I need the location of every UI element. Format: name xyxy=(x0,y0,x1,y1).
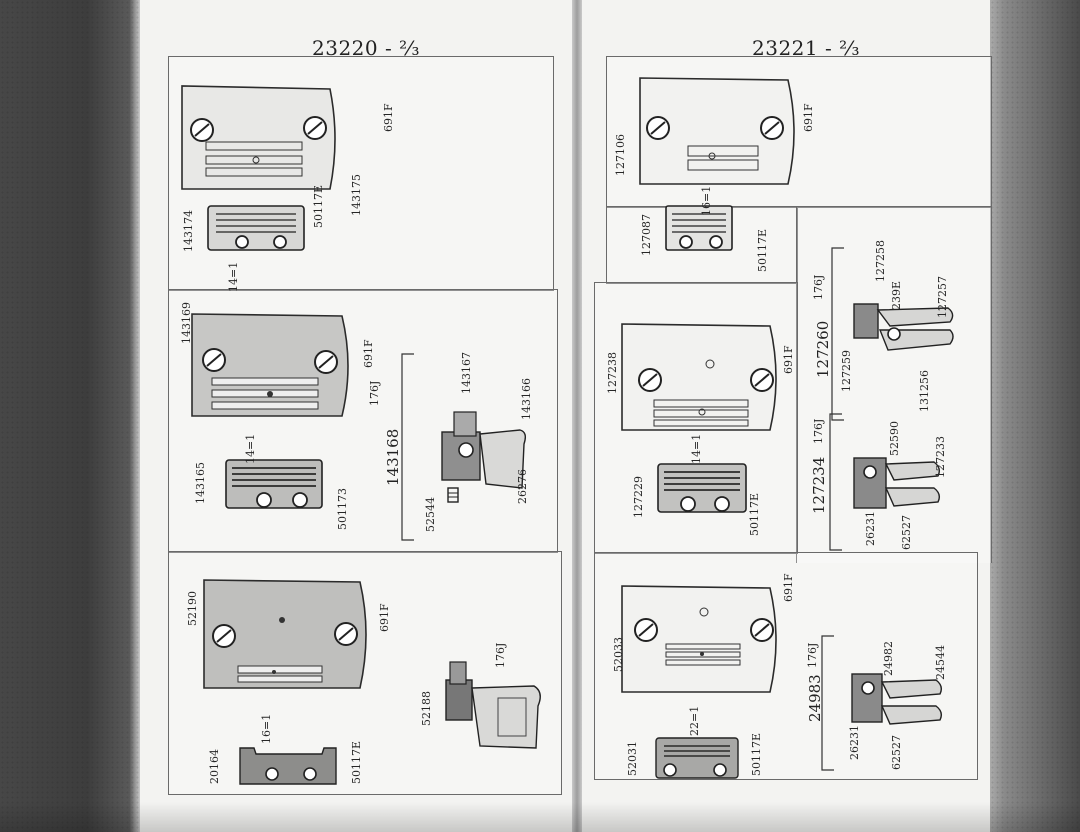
label-239e: 239E xyxy=(890,280,903,310)
label-24982: 24982 xyxy=(882,641,895,676)
label-127238: 127238 xyxy=(606,352,619,394)
label-176j-right-top: 176J xyxy=(812,274,825,300)
label-143166: 143166 xyxy=(520,378,533,420)
label-131256: 131256 xyxy=(918,370,931,412)
foot-bracket-127260 xyxy=(828,246,848,422)
label-52188: 52188 xyxy=(420,691,433,726)
feed-dog-127229 xyxy=(656,462,752,520)
label-691f-right-middle: 691F xyxy=(782,345,795,374)
label-691f-right-top: 691F xyxy=(802,103,815,132)
presser-foot-52188 xyxy=(440,658,548,754)
label-176j-middle: 176J xyxy=(368,380,381,406)
assembly-127260: 127260 xyxy=(814,320,832,378)
label-20164: 20164 xyxy=(208,749,221,784)
presser-foot-143168 xyxy=(436,404,532,500)
label-52590: 52590 xyxy=(888,421,901,456)
throat-plate-127106 xyxy=(638,76,798,188)
foot-bracket-143168 xyxy=(398,352,418,542)
label-50117e-bottom: 50117E xyxy=(350,740,363,784)
throat-plate-127238 xyxy=(620,322,780,434)
label-26231-middle: 26231 xyxy=(864,511,877,546)
label-52031: 52031 xyxy=(626,741,639,776)
measurement-14-1-middle: 14=1 xyxy=(244,433,257,464)
feed-dog-52031 xyxy=(654,736,744,782)
label-691f-bottom: 691F xyxy=(378,603,391,632)
measurement-22-1-right: 22=1 xyxy=(688,705,701,736)
feed-dog-143174 xyxy=(206,200,316,260)
label-127106: 127106 xyxy=(614,134,627,176)
screw-52544 xyxy=(446,486,460,504)
throat-plate-52033 xyxy=(620,584,780,696)
label-127258: 127258 xyxy=(874,240,887,282)
label-50117e-right-bottom: 50117E xyxy=(750,732,763,776)
feed-dog-127087 xyxy=(664,200,738,258)
label-127229: 127229 xyxy=(632,476,645,518)
label-24544: 24544 xyxy=(934,645,947,680)
label-50117e-right-top: 50117E xyxy=(756,228,769,272)
label-143175: 143175 xyxy=(350,174,363,216)
label-176j-bottom: 176J xyxy=(494,642,507,668)
label-691f: 691F xyxy=(382,103,395,132)
presser-foot-127234 xyxy=(850,442,946,528)
book-gutter xyxy=(572,0,582,832)
label-143169: 143169 xyxy=(180,302,193,344)
label-62527-bottom: 62527 xyxy=(890,735,903,770)
measurement-16-1-bottom: 16=1 xyxy=(260,713,273,744)
label-127259: 127259 xyxy=(840,350,853,392)
label-50117e-right-middle: 50117E xyxy=(748,492,761,536)
label-52033: 52033 xyxy=(612,637,625,672)
feed-dog-20164 xyxy=(236,744,342,788)
throat-plate-143175 xyxy=(180,84,340,194)
throat-plate-52190 xyxy=(202,578,370,692)
foot-bracket-127234 xyxy=(826,412,846,552)
label-62527-middle: 62527 xyxy=(900,515,913,550)
label-143174: 143174 xyxy=(182,210,195,252)
label-691f-right-bottom: 691F xyxy=(782,573,795,602)
label-176j-right-middle: 176J xyxy=(812,418,825,444)
measurement-16-1-right: 16=1 xyxy=(700,185,713,216)
label-127233: 127233 xyxy=(934,436,947,478)
measurement-14-1-top: 14=1 xyxy=(227,261,240,292)
label-26276: 26276 xyxy=(516,469,529,504)
foot-bracket-24983 xyxy=(818,634,838,772)
label-176j-right-bottom: 176J xyxy=(806,642,819,668)
label-52190: 52190 xyxy=(186,591,199,626)
label-127087: 127087 xyxy=(640,214,653,256)
presser-foot-24983 xyxy=(848,660,948,744)
label-26231-bottom: 26231 xyxy=(848,725,861,760)
label-52544: 52544 xyxy=(424,497,437,532)
page-bottom-shadow xyxy=(0,802,1080,832)
feed-dog-143165 xyxy=(224,458,328,516)
label-143167: 143167 xyxy=(460,352,473,394)
label-127257: 127257 xyxy=(936,276,949,318)
label-143165: 143165 xyxy=(194,462,207,504)
assembly-127234: 127234 xyxy=(810,456,828,514)
assembly-143168: 143168 xyxy=(384,428,402,486)
label-50117e-top: 50117E xyxy=(312,184,325,228)
label-691f-middle: 691F xyxy=(362,339,375,368)
assembly-24983: 24983 xyxy=(806,674,824,722)
label-501173: 501173 xyxy=(336,488,349,530)
throat-plate-143169 xyxy=(190,312,352,420)
presser-foot-127260 xyxy=(850,290,958,366)
measurement-14-1-right: 14=1 xyxy=(690,433,703,464)
